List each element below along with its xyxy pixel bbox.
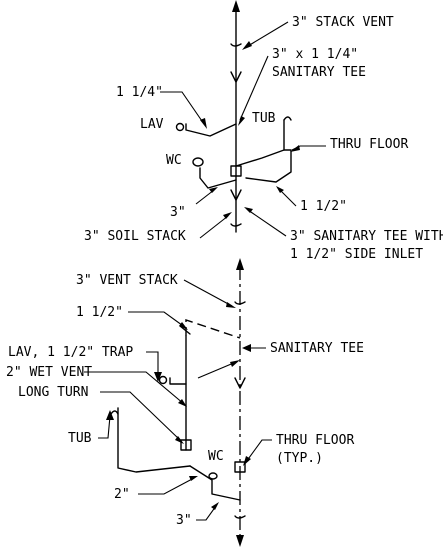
arrowhead [276, 186, 284, 193]
lav-drain-pipe [185, 123, 237, 137]
label-lav-trap: LAV, 1 1/2" TRAP [8, 345, 133, 360]
label-thru-floor-line2: (TYP.) [276, 451, 323, 466]
arrowhead [243, 456, 251, 466]
leader-tub-size [279, 189, 297, 207]
arrowhead [189, 476, 198, 481]
arrowhead [106, 410, 114, 420]
label-vent-size: 1 1/2" [76, 305, 123, 320]
label-vent-stack: 3" VENT STACK [76, 273, 178, 288]
leader-lav-size [160, 91, 205, 125]
leader-side-inlet [247, 209, 287, 237]
wc-fixture-icon [192, 157, 204, 167]
leader-tub [98, 415, 111, 439]
lav-fixture-icon [175, 122, 185, 132]
arrowhead [179, 322, 188, 330]
label-tub-size: 1 1/2" [300, 199, 347, 214]
label-side-inlet-line2: 1 1/2" SIDE INLET [290, 247, 423, 262]
leader-drain-size [138, 477, 195, 495]
label-stack-vent: 3" STACK VENT [292, 15, 394, 30]
break-mark [230, 223, 242, 227]
leader-thru-floor [245, 439, 272, 463]
long-turn-fitting [180, 439, 192, 451]
lav-trap-pipe [169, 377, 187, 385]
arrowhead [244, 207, 253, 213]
break-mark [230, 43, 242, 47]
tub-drain-pipe [117, 407, 191, 473]
arrowhead [154, 372, 162, 382]
arrowhead [200, 118, 207, 129]
label-stack-size: 3" [176, 513, 192, 528]
label-lav-size: 1 1/4" [116, 85, 163, 100]
arrowhead [230, 360, 240, 367]
stack-top-arrow [232, 0, 240, 12]
label-sanitary-tee: SANITARY TEE [270, 341, 364, 356]
leader-stack-size [196, 505, 217, 521]
label-drain-size: 2" [114, 487, 130, 502]
leader-soil-stack [199, 215, 229, 239]
leader-vent-size [128, 311, 187, 329]
leader-stack-vent [247, 21, 289, 47]
upper-riser: 3" STACK VENT 3" x 1 1/4" SANITARY TEE 1… [84, 0, 443, 262]
label-long-turn: LONG TURN [18, 385, 88, 400]
arrowhead [242, 344, 251, 352]
lower-riser: 3" VENT STACK 1 1/2" LAV, 1 1/2" TRAP SA… [6, 258, 364, 547]
arrowhead [211, 502, 219, 510]
label-tub: TUB [68, 431, 92, 446]
label-wc: WC [166, 153, 182, 168]
wc-tee-fitting [234, 461, 246, 473]
label-thru-floor: THRU FLOOR [330, 137, 408, 152]
label-wet-vent: 2" WET VENT [6, 365, 92, 380]
vent-mark [230, 71, 242, 83]
vent-branch-pipe [185, 319, 241, 339]
vent-tee-mark [179, 325, 191, 335]
tub-trap [283, 116, 292, 121]
arrowhead [238, 116, 245, 126]
arrowhead [175, 436, 184, 444]
sanitary-tee-fitting [230, 165, 242, 177]
label-soil-stack: 3" SOIL STACK [84, 229, 186, 244]
tub-drain-pipe [235, 119, 285, 167]
lower-stack-top-arrow [236, 258, 244, 270]
vent-mark [234, 377, 246, 389]
lav-fixture-icon [158, 375, 168, 385]
arrowhead [242, 41, 252, 50]
label-sanitary-tee-line1: 3" x 1 1/4" [272, 47, 358, 62]
wc-drain-pipe [189, 465, 241, 501]
leader-long-turn [100, 391, 181, 441]
wc-drain-pipe [199, 167, 237, 189]
leader-vent-stack [183, 279, 233, 307]
label-tub: TUB [252, 111, 276, 126]
label-wc-size: 3" [170, 205, 186, 220]
label-wc: WC [208, 449, 224, 464]
leader-wc-size [195, 189, 215, 205]
tub-riser [245, 149, 292, 183]
leader-lav-trap [146, 351, 159, 376]
arrowhead [178, 399, 187, 407]
label-sanitary-tee-line2: SANITARY TEE [272, 65, 366, 80]
tub-trap [110, 410, 119, 415]
break-mark [234, 301, 246, 305]
wc-fixture-icon [208, 472, 218, 480]
leader-sanitary-tee [239, 55, 269, 121]
label-thru-floor-line1: THRU FLOOR [276, 433, 354, 448]
arrowhead [209, 187, 218, 193]
leader-wet-vent-stack [197, 361, 237, 379]
leader-wet-vent [84, 371, 185, 405]
arrowhead [226, 302, 236, 308]
lower-stack-bottom-arrow [236, 535, 244, 547]
vent-mark [230, 189, 242, 201]
label-side-inlet-line1: 3" SANITARY TEE WITH [290, 229, 443, 244]
label-lav: LAV [140, 117, 164, 132]
arrowhead [223, 212, 232, 219]
break-mark [234, 515, 246, 519]
arrowhead [290, 145, 300, 152]
